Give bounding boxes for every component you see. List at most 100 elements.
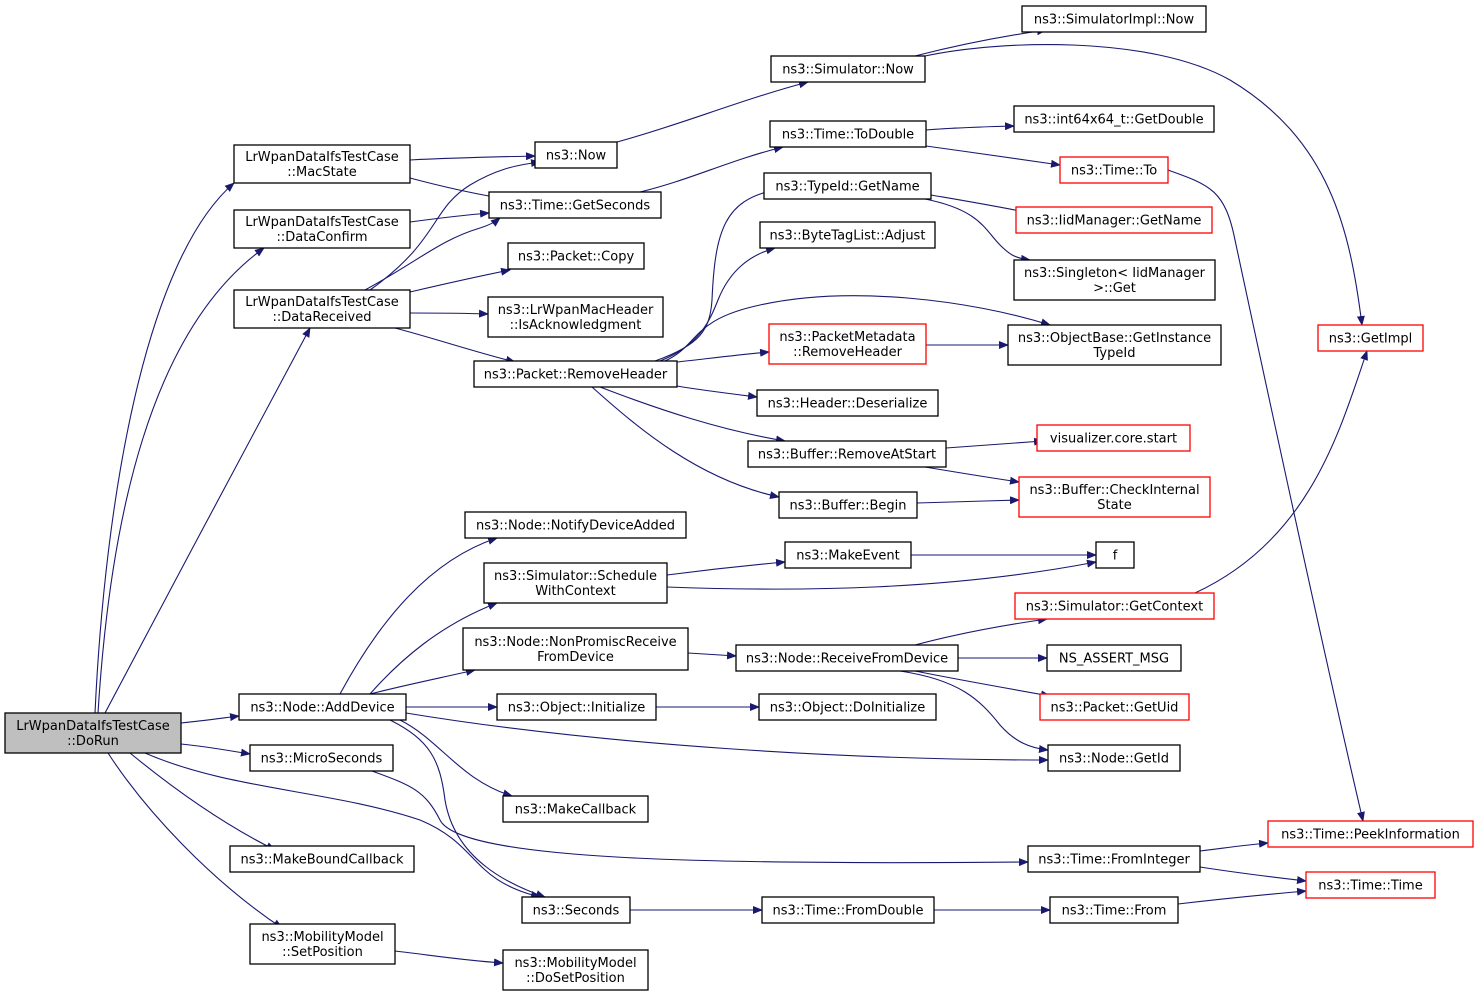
node-box xyxy=(238,693,407,721)
node-macstate[interactable]: LrWpanDataIfsTestCase::MacState xyxy=(233,144,411,184)
node-simnow[interactable]: ns3::Simulator::Now xyxy=(770,55,926,83)
node-box xyxy=(763,172,932,200)
node-box xyxy=(758,693,937,721)
edge-typeidgetname-to-iidgetname xyxy=(930,194,1026,215)
edge-adddevice-to-schedwithctx xyxy=(369,602,498,695)
node-label: ns3::Node::NonPromiscReceive xyxy=(474,635,676,650)
node-label: ns3::Buffer::RemoveAtStart xyxy=(758,448,936,463)
node-makeboundcb[interactable]: ns3::MakeBoundCallback xyxy=(229,845,415,873)
edge-dorun-to-dataconfirm xyxy=(97,247,265,714)
node-pktcopy[interactable]: ns3::Packet::Copy xyxy=(507,242,645,270)
node-label: >::Get xyxy=(1093,281,1136,296)
node-label: ns3::MakeBoundCallback xyxy=(240,853,404,868)
node-box xyxy=(521,896,631,924)
node-now[interactable]: ns3::Now xyxy=(534,141,618,169)
node-singletonget[interactable]: ns3::Singleton< IidManager >::Get xyxy=(1013,259,1216,301)
node-box xyxy=(233,289,411,329)
node-box xyxy=(507,242,645,270)
node-adddevice[interactable]: ns3::Node::AddDevice xyxy=(238,693,407,721)
node-notifydevadded[interactable]: ns3::Node::NotifyDeviceAdded xyxy=(464,511,687,539)
node-dorun[interactable]: LrWpanDataIfsTestCase::DoRun xyxy=(4,712,182,754)
edge-recvfromdev-to-pktgetuid xyxy=(914,670,1051,699)
node-label: NS_ASSERT_MSG xyxy=(1059,652,1169,667)
edge-removeheader-to-typeidgetname xyxy=(654,187,776,362)
edge-fromint-to-timetime xyxy=(1199,866,1307,884)
node-recvfromdev[interactable]: ns3::Node::ReceiveFromDevice xyxy=(735,644,959,672)
node-getcontext[interactable]: ns3::Simulator::GetContext xyxy=(1014,592,1215,620)
node-label: ns3::Singleton< IidManager xyxy=(1024,266,1206,281)
node-pktgetuid[interactable]: ns3::Packet::GetUid xyxy=(1039,693,1190,721)
node-label: ns3::GetImpl xyxy=(1329,332,1413,347)
edge-typeidgetname-to-singletonget xyxy=(924,198,1031,263)
node-box xyxy=(1059,156,1169,184)
node-simimplnow[interactable]: ns3::SimulatorImpl::Now xyxy=(1021,5,1207,33)
node-timefrom[interactable]: ns3::Time::From xyxy=(1049,896,1179,924)
node-box xyxy=(778,491,918,519)
node-peekinfo[interactable]: ns3::Time::PeekInformation xyxy=(1267,820,1474,848)
node-nsassert[interactable]: NS_ASSERT_MSG xyxy=(1046,644,1182,672)
edge-dorun-to-microseconds xyxy=(180,743,251,757)
node-label: ns3::Seconds xyxy=(533,904,620,919)
node-getseconds[interactable]: ns3::Time::GetSeconds xyxy=(488,191,662,219)
node-label: ns3::Time::GetSeconds xyxy=(500,199,651,214)
edge-dorun-to-adddevice xyxy=(180,713,240,724)
node-objinit[interactable]: ns3::Object::Initialize xyxy=(496,693,657,721)
node-label: WithContext xyxy=(535,584,615,599)
node-box xyxy=(464,511,687,539)
edge-removeheader-to-bytetagadjust xyxy=(659,246,776,362)
node-label: ns3::Simulator::Now xyxy=(782,63,914,78)
node-getimpl[interactable]: ns3::GetImpl xyxy=(1317,324,1424,352)
node-f[interactable]: f xyxy=(1095,541,1135,569)
node-box xyxy=(249,923,396,965)
node-deserialize[interactable]: ns3::Header::Deserialize xyxy=(756,389,939,417)
node-box xyxy=(756,389,939,417)
node-seconds[interactable]: ns3::Seconds xyxy=(521,896,631,924)
node-box xyxy=(1036,424,1191,452)
node-label: ns3::MakeCallback xyxy=(515,803,637,818)
node-label: ns3::Time::FromDouble xyxy=(773,904,924,919)
node-objdoinit[interactable]: ns3::Object::DoInitialize xyxy=(758,693,937,721)
node-dosetposition[interactable]: ns3::MobilityModel::DoSetPosition xyxy=(502,949,649,991)
node-timeto[interactable]: ns3::Time::To xyxy=(1059,156,1169,184)
node-label: ns3::IidManager::GetName xyxy=(1027,214,1202,229)
node-box xyxy=(502,949,649,991)
node-timetime[interactable]: ns3::Time::Time xyxy=(1305,871,1436,899)
node-bytetagadjust[interactable]: ns3::ByteTagList::Adjust xyxy=(759,221,936,249)
node-iidgetname[interactable]: ns3::IidManager::GetName xyxy=(1015,206,1213,234)
node-label: ns3::Simulator::Schedule xyxy=(494,569,657,584)
edge-removeheader-to-pktmetaremove xyxy=(676,348,770,363)
node-makeevent[interactable]: ns3::MakeEvent xyxy=(784,541,912,569)
node-microseconds[interactable]: ns3::MicroSeconds xyxy=(249,744,394,772)
node-setposition[interactable]: ns3::MobilityModel::SetPosition xyxy=(249,923,396,965)
node-makecallback[interactable]: ns3::MakeCallback xyxy=(502,795,649,823)
node-box xyxy=(249,744,394,772)
node-bufbegin[interactable]: ns3::Buffer::Begin xyxy=(778,491,918,519)
node-pktmetaremove[interactable]: ns3::PacketMetadata::RemoveHeader xyxy=(768,323,927,365)
node-vizstart[interactable]: visualizer.core.start xyxy=(1036,424,1191,452)
node-fromint[interactable]: ns3::Time::FromInteger xyxy=(1027,845,1201,873)
node-datareceived[interactable]: LrWpanDataIfsTestCase::DataReceived xyxy=(233,289,411,329)
node-label: ::RemoveHeader xyxy=(793,345,903,360)
edge-getseconds-to-todouble xyxy=(639,145,784,193)
edge-dorun-to-macstate xyxy=(94,182,235,714)
node-int64getdouble[interactable]: ns3::int64x64_t::GetDouble xyxy=(1013,105,1215,133)
node-dataconfirm[interactable]: LrWpanDataIfsTestCase::DataConfirm xyxy=(233,209,411,249)
edge-adddevice-to-nodegetid xyxy=(405,712,1049,764)
edge-datareceived-to-getseconds xyxy=(364,217,501,291)
node-label: ns3::MakeEvent xyxy=(796,549,900,564)
node-isack[interactable]: ns3::LrWpanMacHeader::IsAcknowledgment xyxy=(487,296,664,338)
node-nodegetid[interactable]: ns3::Node::GetId xyxy=(1047,744,1181,772)
node-fromdouble[interactable]: ns3::Time::FromDouble xyxy=(761,896,935,924)
node-todouble[interactable]: ns3::Time::ToDouble xyxy=(769,120,927,148)
node-label: ns3::Packet::RemoveHeader xyxy=(484,368,668,383)
node-label: ns3::Node::ReceiveFromDevice xyxy=(746,652,948,667)
node-removeatstart[interactable]: ns3::Buffer::RemoveAtStart xyxy=(747,440,947,468)
node-removeheader[interactable]: ns3::Packet::RemoveHeader xyxy=(473,360,678,388)
node-label: ns3::PacketMetadata xyxy=(779,330,915,345)
node-typeidgetname[interactable]: ns3::TypeId::GetName xyxy=(763,172,932,200)
node-box xyxy=(233,209,411,249)
